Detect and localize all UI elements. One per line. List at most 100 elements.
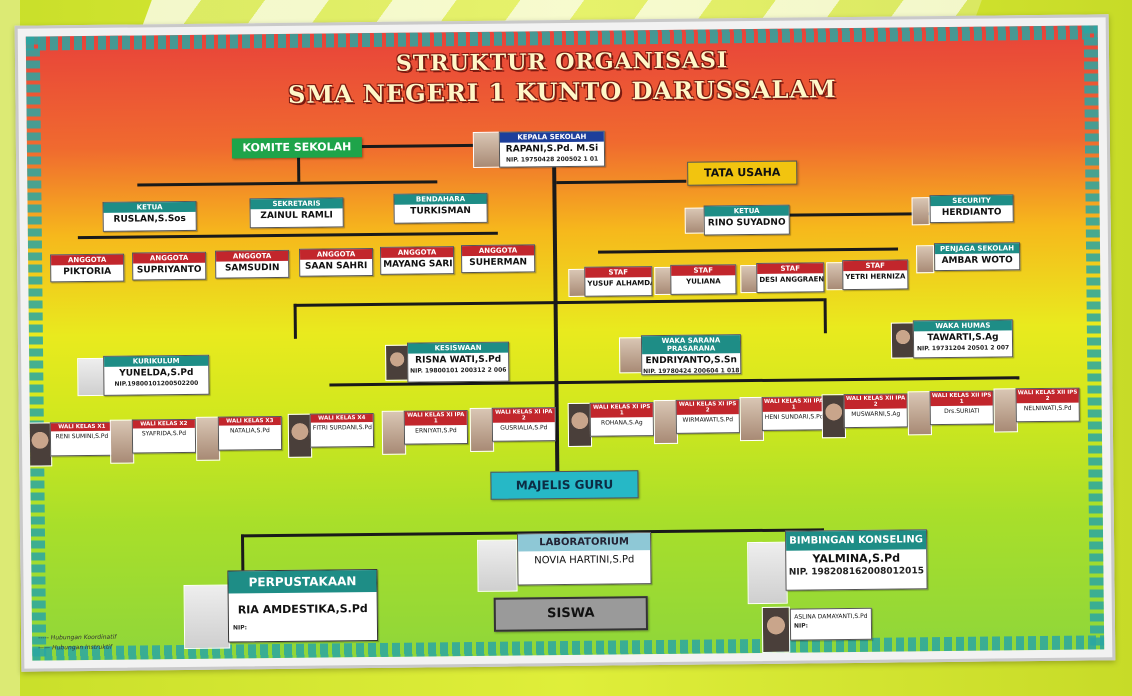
perpustakaan-name: RIA AMDESTIKA,S.Pd	[237, 602, 368, 617]
kepala-name: RAPANI,S.Pd. M.Si	[505, 143, 599, 155]
wali-kelas-photo	[567, 402, 593, 447]
komite-officer-card: KETUA RUSLAN,S.Sos	[102, 200, 197, 232]
komite-officer-card: SEKRETARIS ZAINUL RAMLI	[249, 197, 344, 229]
waka-role: WAKA SARANA PRASARANA	[641, 335, 741, 355]
waka-horizontal-line	[293, 298, 824, 307]
wali-kelas-photo	[27, 422, 53, 467]
waka-nip: NIP. 19731204 20501 2 007	[916, 344, 1010, 353]
staf-name: YULIANA	[686, 277, 721, 286]
komite-connector	[356, 143, 487, 149]
wali-kelas-name: SYAFRIDA,S.Pd	[141, 429, 187, 438]
wali-kelas-name: ERNIYATI,S.Pd	[415, 427, 457, 435]
komite-officers-line	[137, 180, 438, 187]
bk-assistant-card: ASLINA DAMAYANTI,S.Pd NIP:	[789, 607, 873, 641]
komite-officer-card: BENDAHARA TURKISMAN	[393, 192, 488, 224]
officer-name: TURKISMAN	[410, 205, 471, 217]
perpustakaan-role: PERPUSTAKAAN	[228, 569, 377, 594]
wali-kelas-name: NATALIA,S.Pd	[230, 427, 270, 435]
penjaga-name: AMBAR WOTO	[941, 255, 1013, 267]
wali-kelas-photo	[653, 399, 679, 445]
staf-name: DESI ANGGRAENI	[759, 275, 824, 284]
officer-name: RUSLAN,S.Sos	[113, 213, 186, 225]
tata-usaha-label: TATA USAHA	[687, 160, 798, 186]
waka-humas-card: WAKA HUMAS TAWARTI,S.Ag NIP. 19731204 20…	[912, 319, 1014, 359]
chart-title: STRUKTUR ORGANISASI SMA NEGERI 1 KUNTO D…	[26, 43, 1099, 111]
wali-kelas-name: NELNIWATI,S.Pd	[1023, 404, 1072, 413]
wali-kelas-photo	[381, 410, 407, 455]
tu-staff-line	[598, 247, 899, 254]
org-chart-board: STRUKTUR ORGANISASI SMA NEGERI 1 KUNTO D…	[25, 25, 1105, 661]
wali-kelas-photo	[907, 391, 932, 436]
staf-role: STAF	[843, 260, 908, 272]
member-name: PIKTORIA	[63, 266, 112, 278]
waka-name: RISNA WATI,S.Pd	[415, 354, 502, 366]
laboratorium-photo	[477, 539, 518, 592]
tu-connector	[556, 179, 687, 185]
komite-members-line	[77, 231, 498, 240]
security-photo	[911, 197, 930, 226]
side-watermark	[0, 0, 20, 696]
security-name: HERDIANTO	[941, 207, 1002, 219]
wali-kelas-role: WALI KELAS XI IPS 2	[676, 400, 739, 415]
waka-kurikulum-card: KURIKULUM YUNELDA,S.Pd NIP.1980010120050…	[103, 354, 210, 396]
waka-drop-4	[823, 298, 827, 334]
member-name: SAMSUDIN	[224, 262, 280, 274]
wali-kelas-role: WALI KELAS XII IPA 1	[762, 397, 825, 412]
tu-ketua-photo	[684, 207, 705, 234]
waka-kesiswaan-card: KESISWAAN RISNA WATI,S.Pd NIP. 19800101 …	[406, 341, 510, 383]
bk-assistant-photo	[761, 606, 791, 653]
waka-name: ENDRIYANTO,S.Sn	[645, 355, 737, 367]
wali-kelas-name: GUSRIALIA,S.Pd	[500, 424, 548, 432]
bk-name: YALMINA,S.Pd	[812, 551, 901, 566]
staf-name: YETRI HERNIZA	[845, 272, 906, 282]
right-border-pattern	[1083, 25, 1105, 650]
wali-kelas-name: FITRI SURDANI,S.Pd	[312, 424, 372, 432]
wali-kelas-name: WIRMAWATI,S.Pd	[682, 416, 734, 424]
wali-kelas-role: WALI KELAS XII IPS 2	[1016, 388, 1079, 404]
wali-kelas-role: WALI KELAS XI IPS 1	[590, 403, 653, 418]
bk-nip: NIP. 198208162008012015	[788, 566, 925, 578]
waka-name: TAWARTI,S.Ag	[927, 332, 999, 344]
wali-kelas-role: WALI KELAS XII IPS 1	[930, 391, 993, 407]
komite-sekolah-label: KOMITE SEKOLAH	[231, 137, 363, 159]
staf-role: STAF	[757, 263, 824, 274]
wali-kelas-photo	[195, 416, 221, 461]
staf-role: STAF	[585, 267, 652, 278]
member-name: SUHERMAN	[469, 257, 528, 268]
wali-kelas-photo	[739, 396, 765, 442]
waka-sarpras-card: WAKA SARANA PRASARANA ENDRIYANTO,S.Sn NI…	[640, 334, 742, 376]
waka-drop-1	[293, 303, 297, 339]
bk-role: BIMBINGAN KONSELING	[785, 530, 927, 551]
humas-photo	[890, 322, 916, 359]
wali-kelas-photo	[109, 419, 135, 464]
staf-role: STAF	[671, 265, 736, 276]
perpustakaan-photo	[183, 584, 231, 650]
kepala-photo	[472, 131, 502, 168]
legend-text: Hubungan Koordinatif	[50, 633, 117, 642]
laboratorium-role: LABORATORIUM	[518, 533, 651, 552]
member-name: MAYANG SARI	[383, 259, 453, 270]
kepala-nip: NIP. 19750428 200502 1 01	[505, 155, 599, 164]
perpustakaan-nip: NIP:	[232, 624, 248, 632]
wali-kelas-photo	[821, 394, 847, 439]
wali-kelas-photo	[469, 407, 495, 452]
security-card: SECURITY HERDIANTO	[929, 194, 1014, 224]
tu-ketua-name: RINO SUYADNO	[707, 217, 786, 229]
